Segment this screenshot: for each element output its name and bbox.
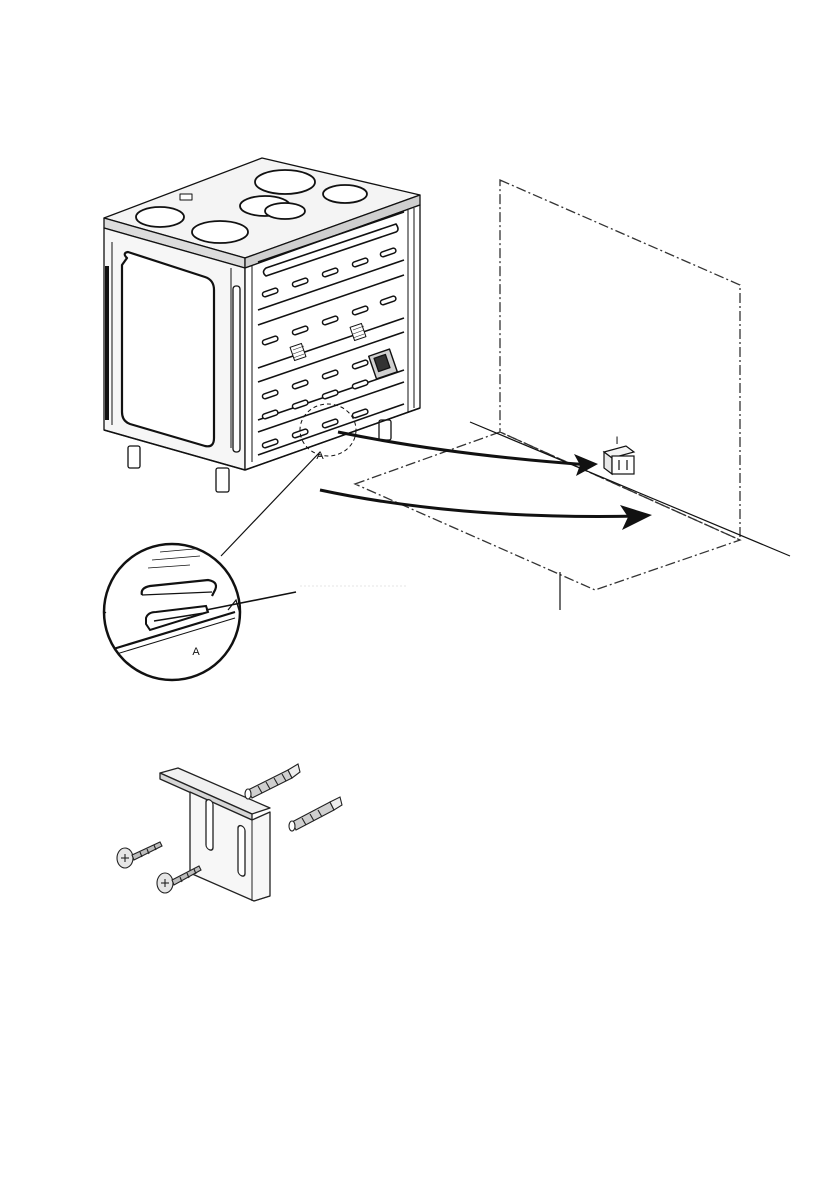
callout-label-detail: A [192, 646, 200, 658]
screw-icon [117, 842, 162, 868]
arrow-icon [338, 432, 598, 476]
wall-plug-icon [245, 764, 300, 799]
wall-marker: I [615, 435, 618, 447]
callout-label-main: A [316, 450, 324, 462]
arrow-icon-2 [320, 490, 652, 530]
wall-outline [500, 180, 740, 540]
zoom-detail-circle [102, 544, 240, 680]
screw-icon-2 [157, 866, 201, 893]
cooker-icon [104, 158, 420, 492]
bracket-mounted-icon [604, 446, 634, 474]
side-window [122, 252, 214, 446]
wall-plug-icon-2 [289, 797, 342, 831]
